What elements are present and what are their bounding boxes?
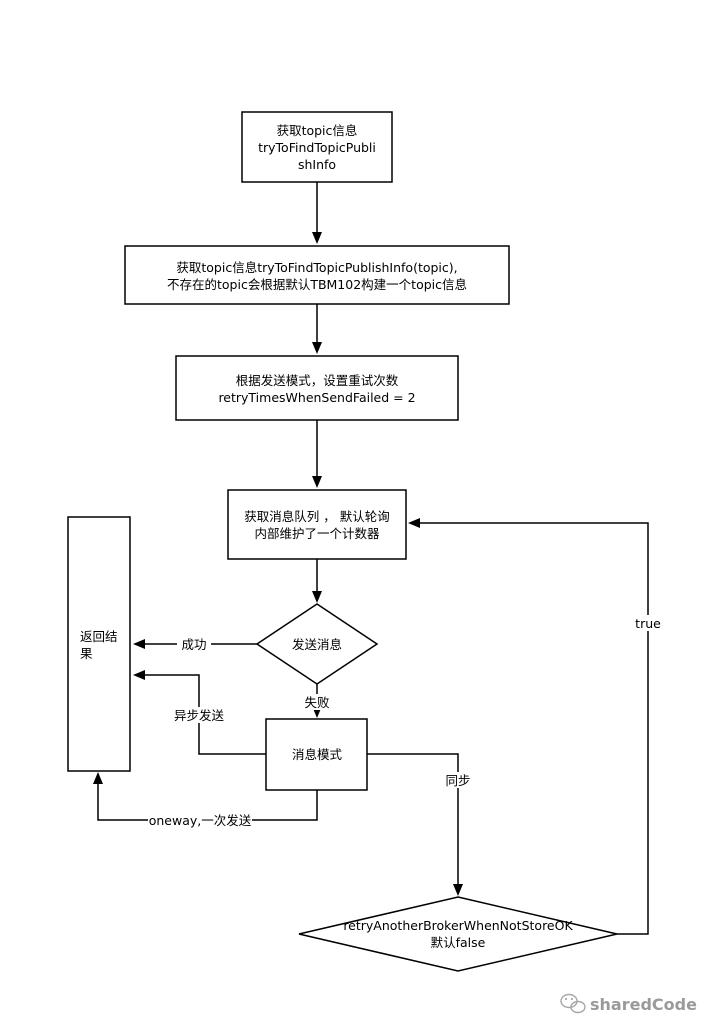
node-retry-times: 根据发送模式，设置重试次数 retryTimesWhenSendFailed =… [175, 355, 459, 421]
node-text: 根据发送模式，设置重试次数 [236, 373, 399, 388]
arrowhead [133, 670, 145, 680]
edge-label-sync: 同步 [445, 773, 470, 788]
edge-label-true: true [635, 616, 661, 631]
node-text: 消息模式 [292, 747, 343, 762]
edge-retry-true [417, 522, 649, 935]
arrowhead [312, 342, 322, 354]
edge-label-failure: 失败 [304, 695, 330, 710]
wechat-icon [560, 993, 586, 1014]
node-text: retryTimesWhenSendFailed = 2 [218, 390, 415, 405]
arrowhead [312, 476, 322, 488]
node-text: 不存在的topic会根据默认TBM102构建一个topic信息 [167, 277, 467, 292]
arrowhead [133, 639, 145, 649]
edge-label-async: 异步发送 [174, 708, 225, 723]
node-text: retryAnotherBrokerWhenNotStoreOK [343, 918, 573, 933]
node-return-result: 返回结 果 [67, 516, 131, 772]
node-get-topic-detail: 获取topic信息tryToFindTopicPublishInfo(topic… [124, 245, 510, 305]
node-text: tryToFindTopicPubli [258, 140, 376, 155]
edge-label-success: 成功 [181, 637, 206, 652]
node-get-topic: 获取topic信息 tryToFindTopicPubli shInfo [241, 111, 393, 183]
node-text: 果 [80, 646, 93, 661]
edge-mode-sync [367, 753, 459, 887]
arrowhead [408, 518, 420, 528]
node-get-queue: 获取消息队列 ， 默认轮询 内部维护了一个计数器 [227, 489, 407, 560]
arrowhead [312, 591, 322, 603]
arrowhead [312, 232, 322, 244]
node-message-mode: 消息模式 [265, 718, 368, 791]
arrowhead [93, 772, 103, 784]
edge-labels: 成功 失败 异步发送 同步 oneway,一次发送 true [148, 615, 664, 828]
arrowhead [453, 884, 463, 896]
node-text: 内部维护了一个计数器 [254, 526, 380, 541]
edge-label-oneway: oneway,一次发送 [149, 813, 252, 828]
watermark-text: sharedCode [590, 995, 697, 1014]
node-retry-another-broker: retryAnotherBrokerWhenNotStoreOK 默认false [298, 896, 618, 972]
node-text: 发送消息 [292, 637, 342, 652]
node-text: 返回结 [80, 629, 118, 644]
node-text: 获取消息队列 ， 默认轮询 [244, 509, 389, 524]
node-text: 获取topic信息tryToFindTopicPublishInfo(topic… [176, 260, 457, 275]
node-send-message: 发送消息 [255, 603, 379, 685]
node-text: 获取topic信息 [277, 123, 358, 138]
watermark: sharedCode [560, 993, 697, 1014]
node-text: 默认false [431, 935, 486, 950]
node-text: shInfo [298, 157, 336, 172]
